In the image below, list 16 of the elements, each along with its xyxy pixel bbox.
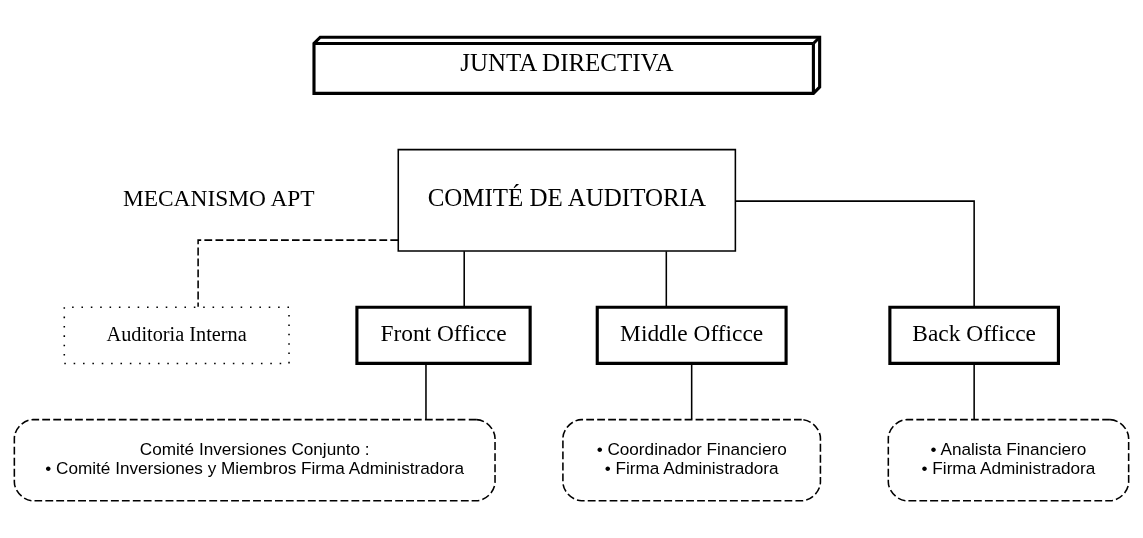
connector: [425, 362, 427, 420]
node-box: • Analista Financiero • Firma Administradora: [887, 418, 1130, 502]
node-box: Comité Inversiones Conjunto : • Comité Inversiones y Miembros Firma Administradora: [13, 418, 496, 502]
connector: [973, 362, 975, 420]
node-box: Front Officce: [355, 305, 532, 365]
label: MECANISMO APT: [122, 184, 315, 211]
node-box: COMITÉ DE AUDITORIA: [397, 148, 737, 252]
node-box: Middle Officce: [595, 305, 788, 365]
connector: [665, 250, 668, 308]
node-box: • Coordinador Financiero • Firma Administradora: [562, 418, 822, 502]
connector: [734, 200, 975, 308]
node-box: Auditoria Interna: [63, 306, 290, 365]
connector: [197, 239, 399, 308]
connector: [690, 362, 693, 420]
node-box: Back Officce: [888, 305, 1060, 365]
connector: [463, 250, 465, 308]
